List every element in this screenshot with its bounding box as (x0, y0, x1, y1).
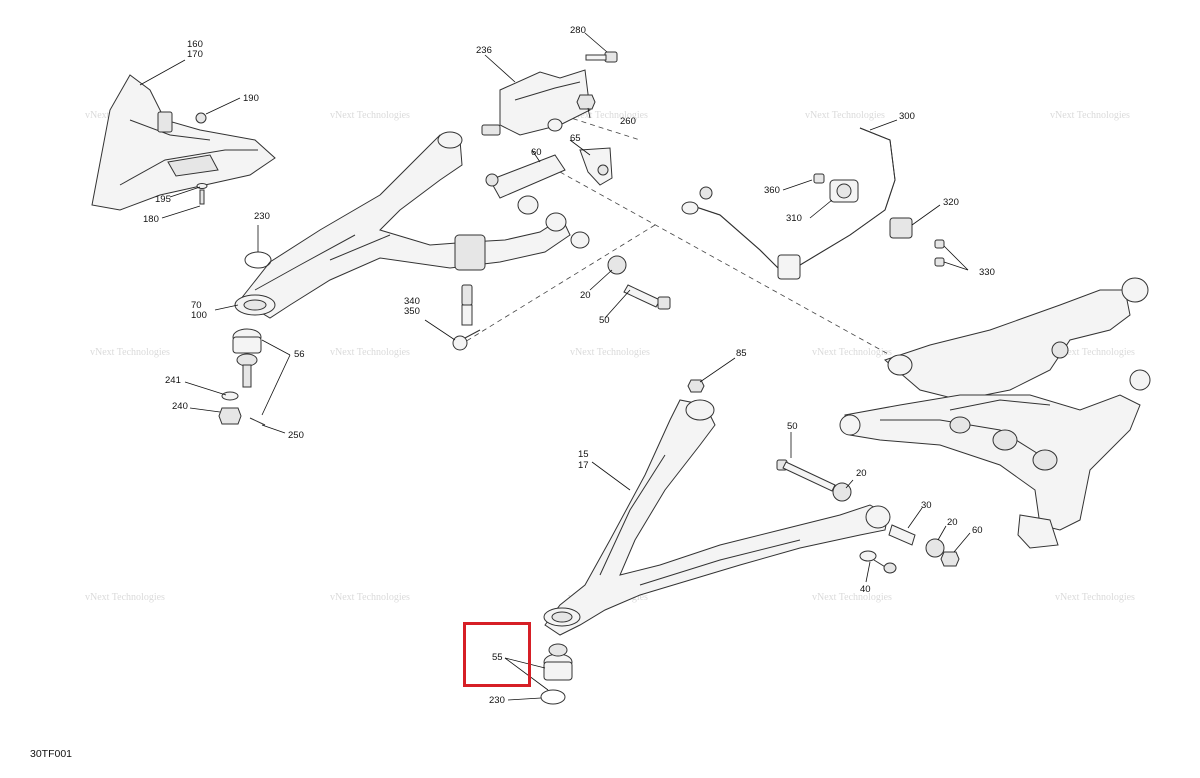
callout-55: 55 (492, 652, 503, 663)
nut-60-lower (940, 551, 960, 567)
watermark: vNext Technologies (1055, 347, 1135, 358)
highlight-box (463, 622, 531, 687)
callout-20-upper: 20 (580, 290, 591, 301)
circlip-230-upper (244, 251, 272, 269)
callout-60-lower: 60 (972, 525, 983, 536)
diagram-code: 30TF001 (30, 748, 73, 760)
callout-330: 330 (979, 267, 995, 278)
callout-300: 300 (899, 111, 915, 122)
assembly-lines (459, 104, 891, 356)
callout-56: 56 (294, 349, 305, 360)
watermark: vNext Technologies (568, 110, 648, 121)
bolt-50-upper (623, 284, 671, 310)
sway-bar-link (452, 284, 481, 351)
callout-30: 30 (921, 500, 932, 511)
watermark: vNext Technologies (90, 347, 170, 358)
bolts-330 (934, 239, 945, 267)
callout-170: 170 (187, 49, 203, 60)
pin-250 (249, 417, 266, 426)
bracket-320 (889, 217, 913, 239)
callout-65: 65 (570, 133, 581, 144)
callout-50-lower: 50 (787, 421, 798, 432)
callout-230-lower: 230 (489, 695, 505, 706)
callout-241: 241 (165, 375, 181, 386)
washer-241 (221, 391, 239, 401)
callout-320: 320 (943, 197, 959, 208)
watermark: vNext Technologies (85, 592, 165, 603)
washer-40 (859, 550, 897, 574)
upper-a-arm (234, 131, 571, 319)
bushing-20-lower-b (925, 538, 945, 558)
bracket-236 (499, 69, 591, 136)
callout-60-upper: 60 (531, 147, 542, 158)
sway-bar-bracket-left (777, 254, 801, 280)
callout-17: 17 (578, 460, 589, 471)
bolt-360 (813, 173, 825, 184)
bolt-190 (195, 112, 207, 124)
callout-15: 15 (578, 449, 589, 460)
callout-70: 70 (191, 300, 202, 311)
watermark: vNext Technologies (570, 347, 650, 358)
callout-85: 85 (736, 348, 747, 359)
nut-240 (218, 407, 242, 425)
callout-180: 180 (143, 214, 159, 225)
callout-195: 195 (155, 194, 171, 205)
callout-40: 40 (860, 584, 871, 595)
watermark: vNext Technologies (330, 592, 410, 603)
nut-85 (687, 379, 705, 393)
leader-lines (139, 32, 971, 701)
callout-360: 360 (764, 185, 780, 196)
callout-280: 280 (570, 25, 586, 36)
watermark: vNext Technologies (1055, 592, 1135, 603)
callout-350: 350 (404, 306, 420, 317)
callout-260: 260 (620, 116, 636, 127)
callout-250: 250 (288, 430, 304, 441)
watermark: vNext Technologies (330, 110, 410, 121)
assembled-suspension (839, 277, 1151, 549)
sway-bar (681, 127, 896, 271)
callout-240: 240 (172, 401, 188, 412)
washer-195 (196, 183, 208, 205)
watermark: vNext Technologies (812, 592, 892, 603)
bracket-65 (579, 147, 613, 186)
sleeve-30 (888, 524, 916, 546)
lower-a-arm (543, 399, 891, 636)
watermark: vNext Technologies (805, 110, 885, 121)
bolt-50-lower (776, 459, 836, 492)
bushings-upper (481, 118, 627, 275)
callout-50-upper: 50 (599, 315, 610, 326)
bolt-280 (585, 51, 618, 63)
circlip-230-lower (540, 689, 566, 705)
callout-340: 340 (404, 296, 420, 307)
sway-bar-bushing-310 (829, 179, 859, 203)
callout-100: 100 (191, 310, 207, 321)
watermark: vNext Technologies (330, 347, 410, 358)
plate-60-upper (485, 154, 566, 199)
callout-labels: 160 170 190 195 180 236 280 260 60 65 23… (143, 25, 995, 706)
watermark: vNext Technologies (1050, 110, 1130, 121)
nut-260 (576, 94, 596, 110)
callout-236: 236 (476, 45, 492, 56)
callout-310: 310 (786, 213, 802, 224)
skid-plate (91, 74, 276, 211)
callout-20-lower-b: 20 (947, 517, 958, 528)
callout-160: 160 (187, 39, 203, 50)
ball-joint-upper (232, 328, 262, 388)
callout-190: 190 (243, 93, 259, 104)
callout-20-lower-a: 20 (856, 468, 867, 479)
watermark: vNext Technologies (812, 347, 892, 358)
callout-230-upper: 230 (254, 211, 270, 222)
ball-joint-lower (543, 643, 573, 681)
